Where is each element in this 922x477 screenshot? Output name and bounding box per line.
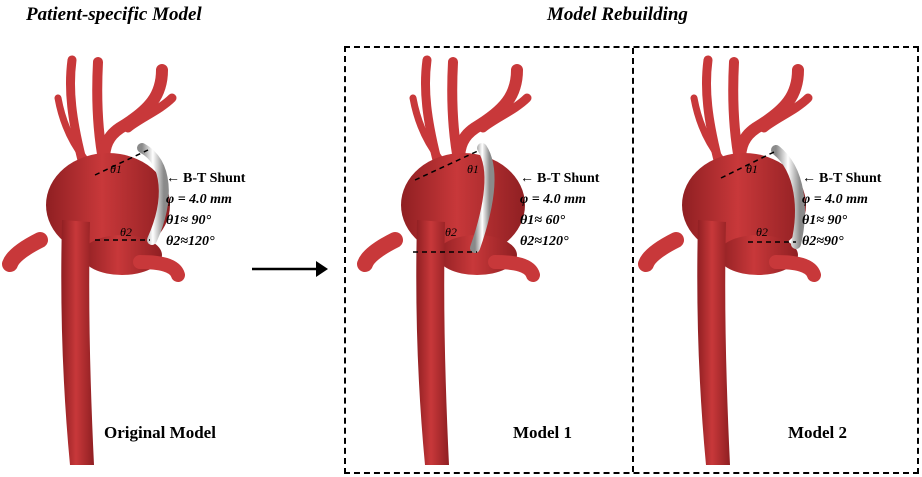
theta2-value: θ2≈120° [520, 231, 599, 252]
shunt-label: B-T Shunt [819, 168, 881, 189]
shunt-label-row: ←B-T Shunt [520, 168, 599, 189]
vessel-model-illustration [355, 0, 645, 477]
shunt-label-row: ←B-T Shunt [166, 168, 245, 189]
shunt-label-row: ←B-T Shunt [802, 168, 881, 189]
shunt-label: B-T Shunt [183, 168, 245, 189]
aorta-vessel [365, 60, 533, 465]
aorta-vessel [10, 60, 178, 465]
theta2-value: θ2≈120° [166, 231, 245, 252]
left-arrow-icon: ← [520, 168, 534, 189]
model-caption: Model 2 [788, 423, 847, 443]
diameter-value: φ = 4.0 mm [802, 189, 881, 210]
diameter-value: φ = 4.0 mm [520, 189, 599, 210]
left-arrow-icon: ← [166, 168, 180, 189]
theta1-value: θ1≈ 90° [802, 210, 881, 231]
model-caption: Original Model [104, 423, 216, 443]
model-caption: Model 1 [513, 423, 572, 443]
angle-label-theta1: θ1 [110, 162, 122, 177]
angle-label-theta2: θ2 [445, 225, 457, 240]
angle-label-theta2: θ2 [756, 225, 768, 240]
vessel-model-illustration [0, 0, 290, 477]
angle-label-theta1: θ1 [746, 162, 758, 177]
shunt-label: B-T Shunt [537, 168, 599, 189]
aorta-vessel [646, 60, 814, 465]
angle-label-theta1: θ1 [467, 162, 479, 177]
left-arrow-icon: ← [802, 168, 816, 189]
diameter-value: φ = 4.0 mm [166, 189, 245, 210]
angle-label-theta2: θ2 [120, 225, 132, 240]
theta2-value: θ2≈90° [802, 231, 881, 252]
theta1-value: θ1≈ 60° [520, 210, 599, 231]
theta1-value: θ1≈ 90° [166, 210, 245, 231]
